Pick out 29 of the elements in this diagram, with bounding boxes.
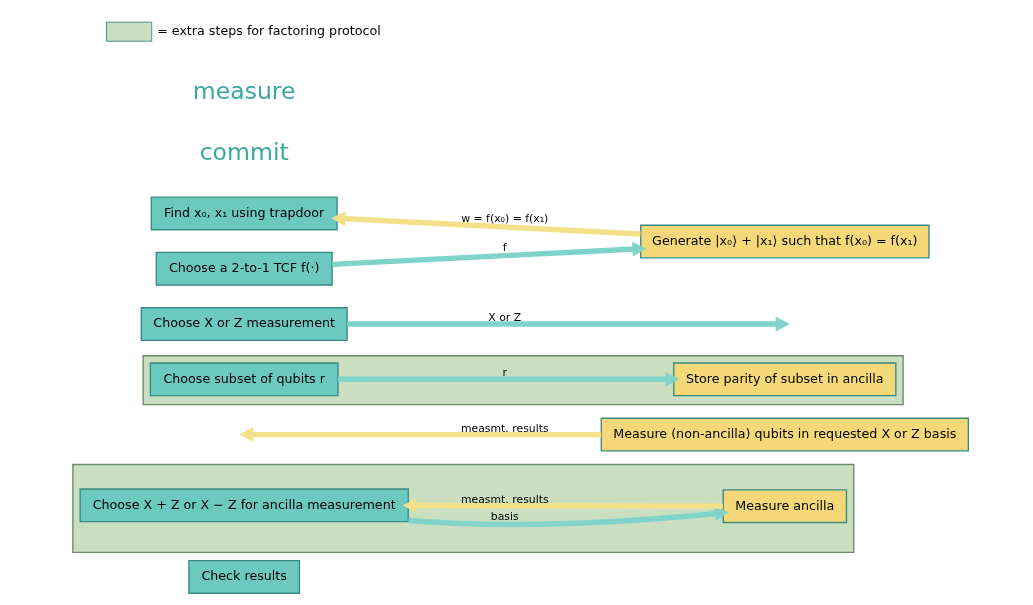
node-box: Choose subset of qubits r bbox=[149, 362, 339, 397]
node-box: Choose a 2-to-1 TCF f(·) bbox=[155, 251, 333, 286]
node-box: Measure ancilla bbox=[722, 489, 847, 524]
edge-label: measmt. results bbox=[460, 493, 549, 507]
edge-label: X or Z bbox=[487, 310, 521, 324]
label: commit bbox=[199, 138, 289, 167]
edge-label: measmt. results bbox=[460, 421, 549, 435]
arrow bbox=[346, 316, 790, 332]
arrow bbox=[402, 498, 723, 513]
arrow bbox=[330, 211, 641, 237]
edge-label: f bbox=[502, 241, 507, 255]
node-box: Measure (non-ancilla) qubits in requested X or Z basis bbox=[600, 417, 969, 452]
edge-label: w = f(x₀) = f(x₁) bbox=[460, 212, 548, 226]
legend-label: = extra steps for factoring protocol bbox=[156, 23, 381, 39]
arrow bbox=[407, 506, 729, 528]
node-box: Generate |x₀⟩ + |x₁⟩ such that f(x₀) = f(x₁) bbox=[639, 224, 930, 259]
edge-label: r bbox=[502, 366, 507, 380]
cluster bbox=[141, 355, 904, 406]
node-box: Store parity of subset in ancilla bbox=[672, 362, 897, 397]
arrow bbox=[238, 427, 601, 442]
node-box: Find x₀, x₁ using trapdoor bbox=[150, 196, 338, 231]
node-box: Choose X + Z or X − Z for ancilla measurement bbox=[78, 488, 409, 523]
edge-label: basis bbox=[490, 510, 519, 524]
label: measure bbox=[192, 76, 296, 105]
cluster bbox=[71, 463, 854, 554]
arrow bbox=[337, 371, 679, 387]
arrow bbox=[331, 241, 646, 268]
node-box: Choose X or Z measurement bbox=[140, 307, 348, 341]
node-box: Check results bbox=[187, 559, 300, 594]
